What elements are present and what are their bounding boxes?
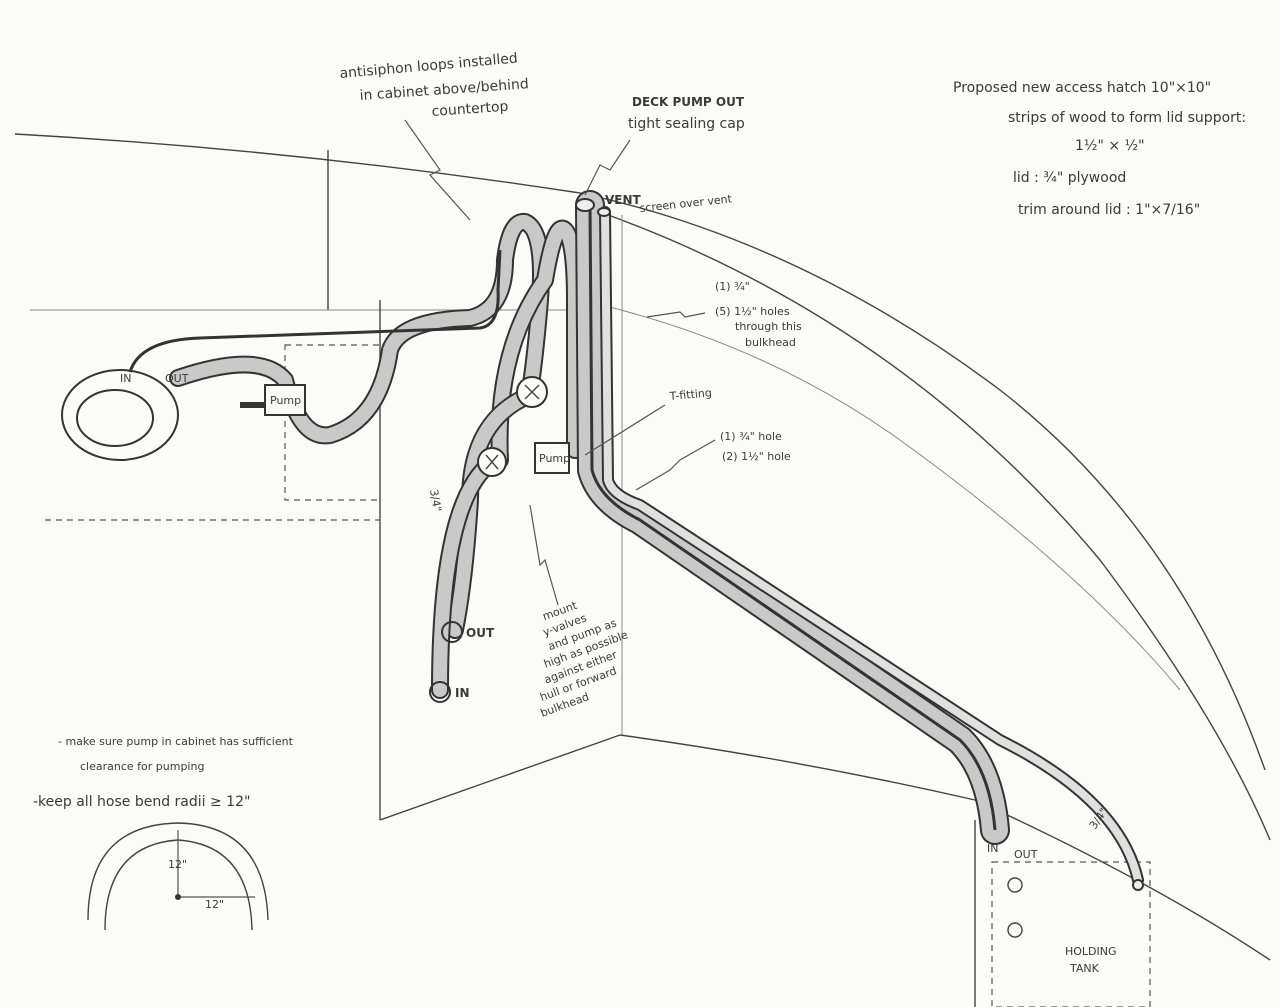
t-fitting-arrow [584,404,666,456]
note-deck-pump-out: DECK PUMP OUT [632,95,745,109]
note-holes-upper-4: bulkhead [745,336,796,349]
cabinet-pump [264,384,306,416]
main-pump [534,442,570,474]
note-mount: mount y-valves and pump as high as possi… [538,599,630,720]
note-hatch-4: lid : ¾" plywood [1013,170,1126,186]
fitting-in-label: IN [455,686,470,700]
fitting-out-label: OUT [466,626,495,640]
bend-center [175,894,181,900]
tank-hose-bundle [575,190,1010,845]
note-bend: -keep all hose bend radii ≥ 12" [33,794,250,810]
cabinet-box-dashed [284,344,381,501]
holes-upper-arrow [646,311,706,318]
note-t-fitting: T-fitting [668,386,712,403]
toilet-bowl [61,369,179,461]
deck-line [14,133,1266,771]
tank-out-label: OUT [1014,848,1038,861]
vent-hose [599,206,1144,886]
toilet-bowl-inner [76,389,154,447]
tank-vent-fitting [1132,879,1144,891]
note-clearance-2: clearance for pumping [80,760,204,773]
mount-arrow [529,504,559,606]
hull-inner-line [579,299,1181,691]
fitting-out [441,621,463,643]
toilet-in-label: IN [120,372,131,385]
note-holes-upper-1: (1) ¾" [715,280,750,293]
holding-tank-label-2: TANK [1069,962,1100,975]
antisiphon-arrow [404,119,471,221]
tank-fitting [1007,922,1023,938]
holding-tank-outline [991,861,1151,1007]
toilet-outlet-hose [169,213,550,445]
deck-pump-arrow [584,139,631,196]
holes-lower-arrow [635,439,716,491]
note-antisiphon-1: antisiphon loops installed [339,50,518,82]
note-tight-cap: tight sealing cap [628,116,745,132]
note-screen: screen over vent [639,192,733,215]
tank-in-label: IN [987,842,998,855]
tank-fitting [1007,877,1023,893]
fitting-in [429,681,451,703]
note-hatch-5: trim around lid : 1"×7/16" [1018,202,1200,218]
note-holes-lower-1: (1) ¾" hole [720,430,782,443]
toilet-out-label: OUT [165,372,189,385]
hull-line [599,211,1271,841]
antisiphon-loop-2 [490,219,584,469]
y-valve-in-hose [431,453,501,699]
bulkhead-bottom [379,734,621,821]
y-valve-mark [524,384,540,400]
vent-fitting [597,207,611,217]
note-holes-lower-2: (2) 1½" hole [722,450,791,463]
note-hatch-1: Proposed new access hatch 10"×10" [953,80,1211,96]
dim-horizontal: 12" [205,898,224,911]
holding-tank-label-1: HOLDING [1065,945,1117,958]
main-pump-label: Pump [539,452,570,465]
deck-pump-out-fitting [575,198,595,212]
hull-lower-line [619,734,1271,961]
note-hatch-3: 1½" × ½" [1075,138,1145,154]
bend-outer-arc [87,822,269,921]
dim-vertical: 12" [168,858,187,871]
cabinet-pump-label: Pump [270,394,301,407]
note-vent: VENT [605,193,642,207]
toilet-inlet-line [128,249,502,373]
note-holes-upper-2: (5) 1½" holes [715,305,790,318]
note-clearance-1: - make sure pump in cabinet has sufficie… [58,735,294,748]
y-valve-mark [485,454,499,470]
note-antisiphon-3: countertop [431,99,509,120]
hose-size-left-label: 3/4" [427,488,444,513]
note-holes-upper-3: through this [735,320,802,333]
note-hatch-2: strips of wood to form lid support: [1008,110,1246,126]
